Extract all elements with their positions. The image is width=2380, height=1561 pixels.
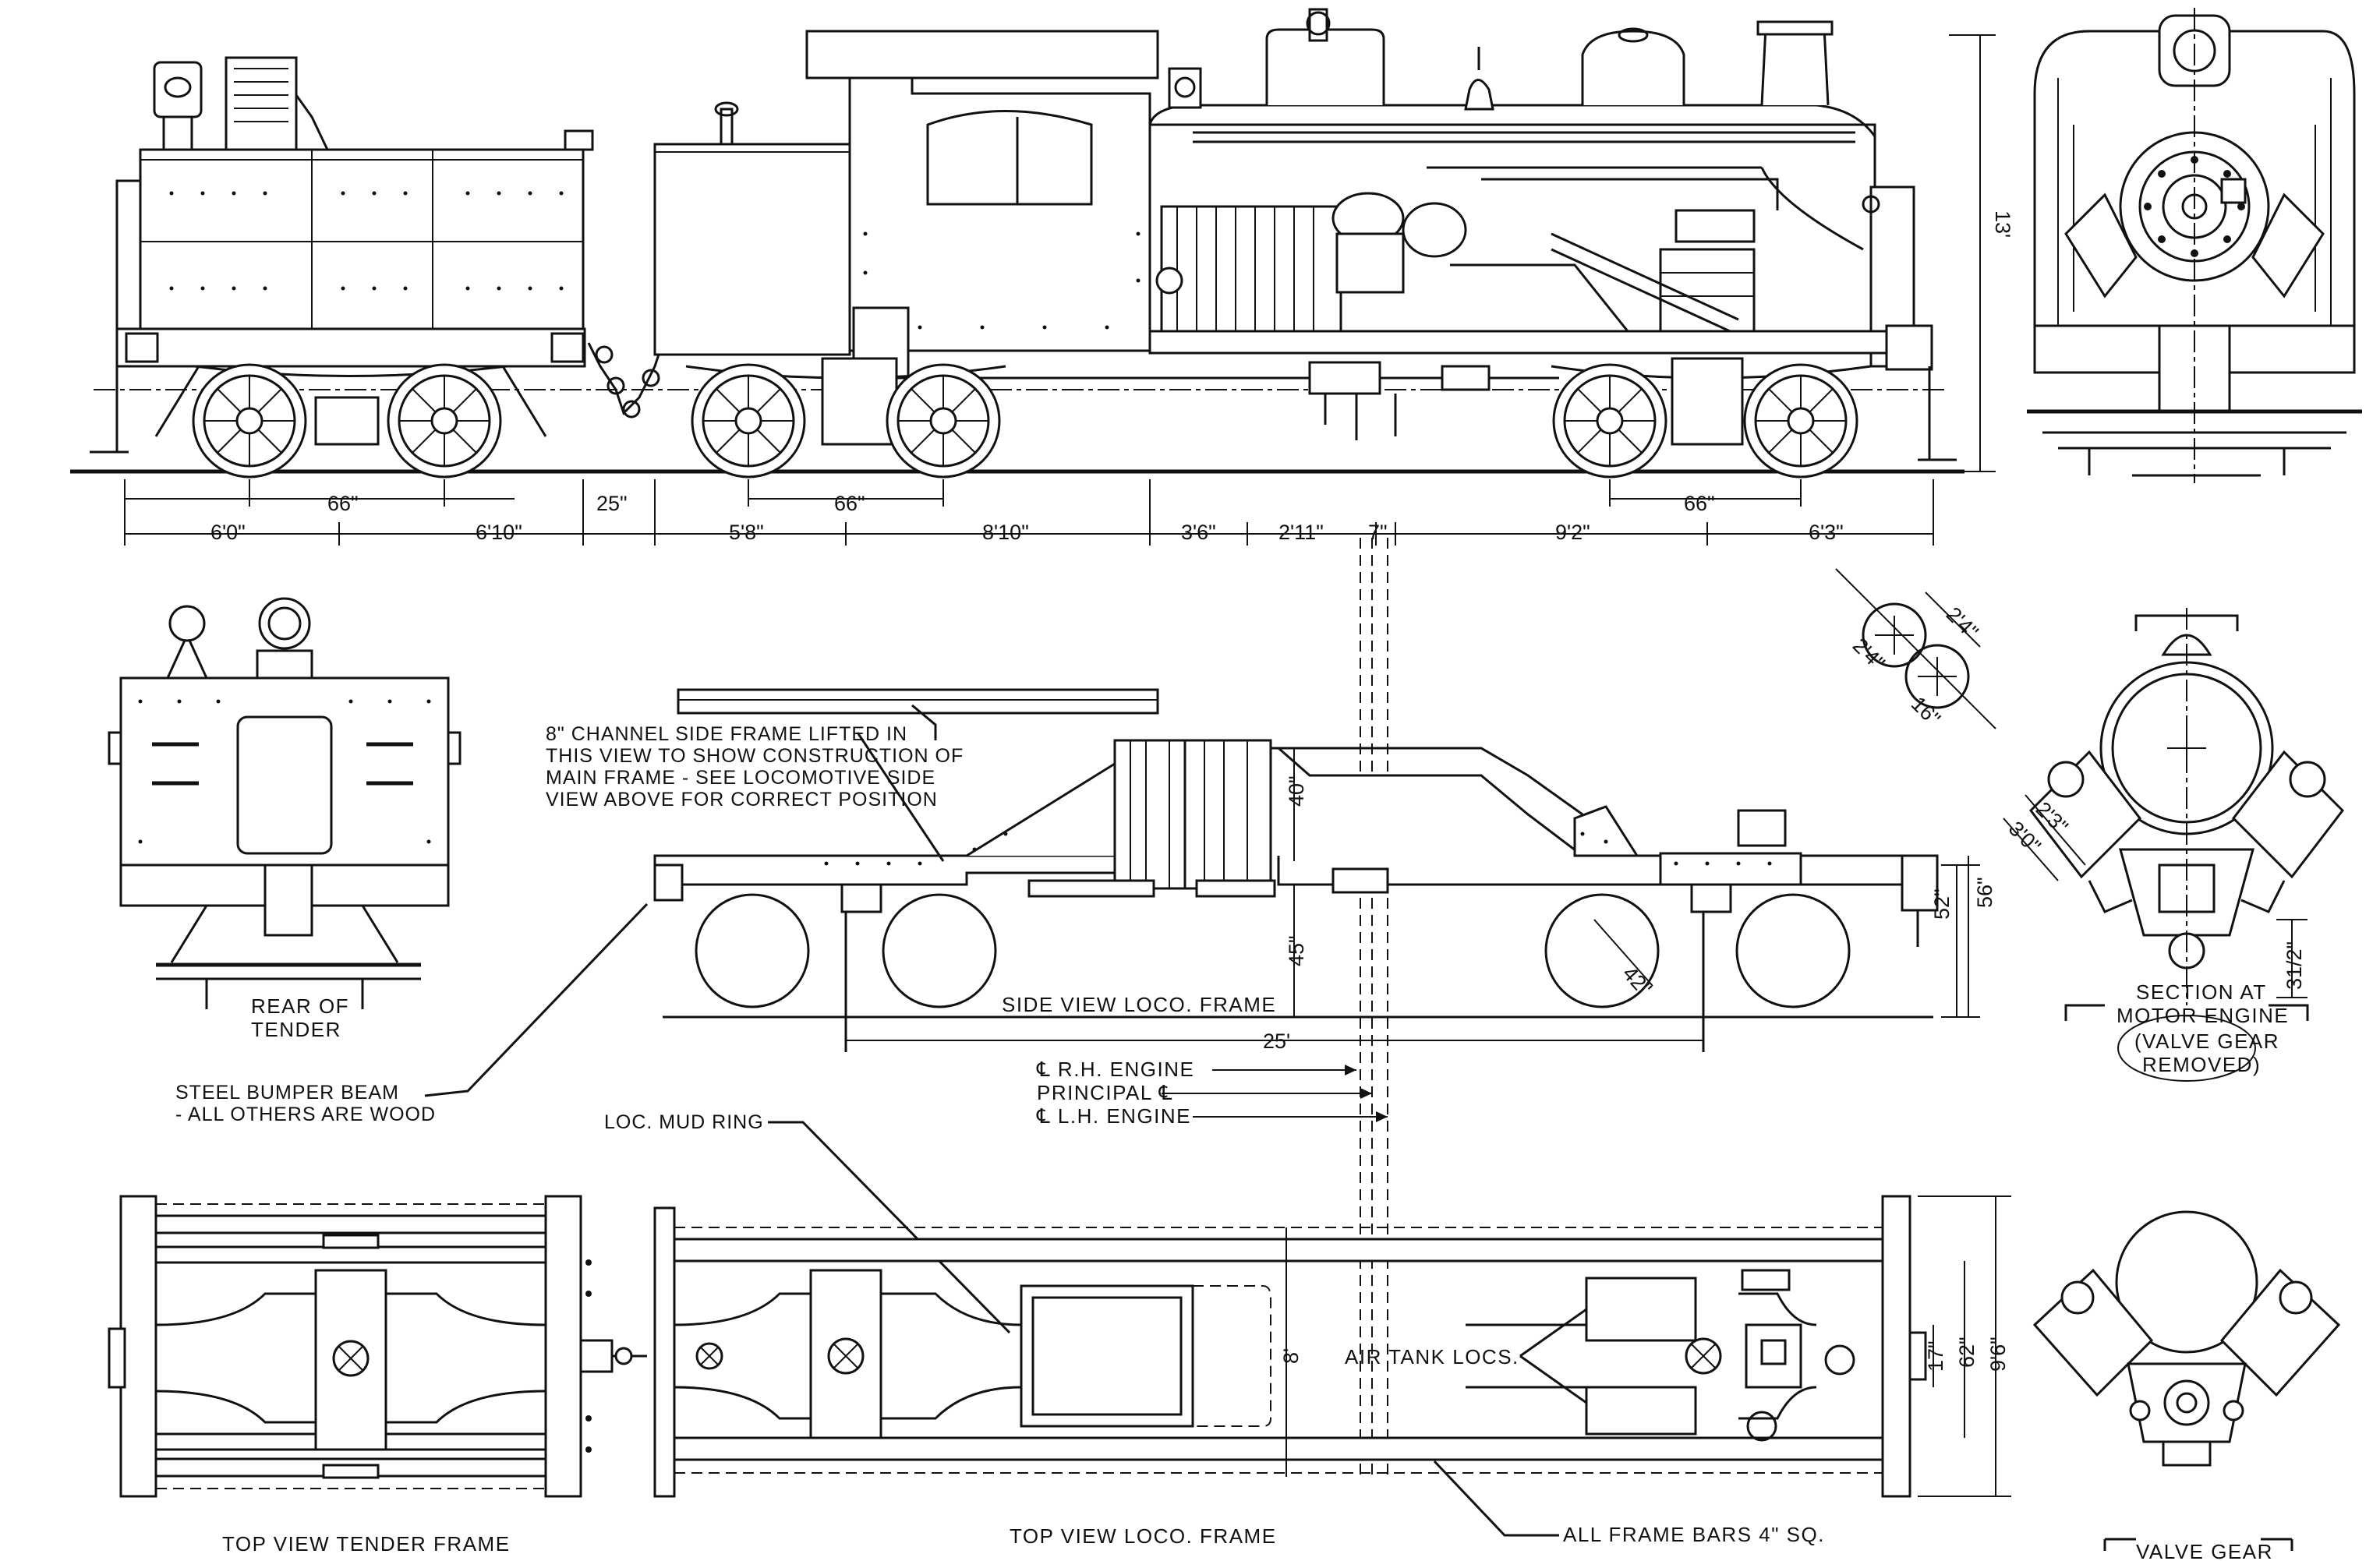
channel-note-line-1: 8" CHANNEL SIDE FRAME LIFTED IN — [546, 723, 907, 745]
dim-loco-a: 3'6" — [1181, 521, 1216, 544]
dim-cyl-b: 2'4" — [1848, 634, 1890, 675]
side-elevation: 66" 6'0" 6'10" 25" 5'8" 66" 8'10" 3'6" 2… — [70, 8, 2014, 546]
dim-frame-width: 8' — [1279, 1348, 1303, 1364]
lh-engine-label: ℄ L.H. ENGINE — [1036, 1104, 1191, 1128]
valve-gear-view — [2032, 1210, 2341, 1551]
channel-note-line-3: MAIN FRAME - SEE LOCOMOTIVE SIDE — [546, 767, 935, 789]
steel-bumper-line-1: STEEL BUMPER BEAM — [175, 1082, 399, 1104]
dim-loco-b: 2'11" — [1278, 521, 1324, 544]
dim-loco-d: 9'2" — [1555, 521, 1590, 544]
dim-width-b: 62" — [1955, 1337, 1979, 1368]
dim-loco-c: 7" — [1368, 521, 1388, 544]
valve-gear-label: VALVE GEAR — [2136, 1540, 2273, 1561]
rh-engine-label: ℄ R.H. ENGINE — [1036, 1058, 1194, 1081]
dim-overall-height: 13' — [1991, 210, 2014, 238]
dim-wheelbase: 25' — [1263, 1029, 1290, 1053]
dim-width-c: 9'6" — [1986, 1337, 2010, 1372]
section-motor-engine — [2003, 608, 2344, 1021]
principal-label: PRINCIPAL ℄ — [1037, 1081, 1173, 1104]
dim-tender-axle: 66" — [327, 492, 359, 515]
dim-loco-truck-spacing: 66" — [834, 492, 865, 515]
dim-loco-front-truck: 5'8" — [729, 521, 764, 544]
top-view-loco-frame — [653, 1195, 2011, 1498]
top-loco-label: TOP VIEW LOCO. FRAME — [1010, 1524, 1277, 1548]
rear-of-tender-label-2: TENDER — [251, 1018, 341, 1041]
section-motor-label-4: REMOVED) — [2142, 1053, 2261, 1076]
channel-note-line-2: THIS VIEW TO SHOW CONSTRUCTION OF — [546, 745, 964, 767]
top-tender-label: TOP VIEW TENDER FRAME — [222, 1532, 511, 1556]
dim-cyl-c: 16" — [1907, 692, 1945, 730]
air-tank-label: AIR TANK LOCS. — [1345, 1345, 1519, 1369]
rear-of-tender-label-1: REAR OF — [251, 994, 349, 1018]
side-view-frame-label: SIDE VIEW LOCO. FRAME — [1002, 993, 1276, 1016]
dim-width-a: 17" — [1924, 1340, 1947, 1372]
dim-loco-rear-truck: 66" — [1684, 492, 1715, 515]
section-motor-label-1: SECTION AT — [2136, 980, 2267, 1004]
section-motor-label-3: (VALVE GEAR — [2134, 1029, 2279, 1053]
steel-bumper-line-2: - ALL OTHERS ARE WOOD — [175, 1104, 436, 1125]
dim-valve-offset: 31/2" — [2283, 941, 2306, 990]
dim-cyl-a: 2'4" — [1942, 602, 1983, 644]
channel-note-line-4: VIEW ABOVE FOR CORRECT POSITION — [546, 789, 938, 811]
dim-frame-rise: 40" — [1285, 775, 1308, 807]
side-view-loco-frame — [653, 688, 1980, 1052]
side-dimensions — [124, 479, 1934, 546]
dim-loco-mid: 8'10" — [982, 521, 1029, 544]
locomotive-side — [653, 8, 1957, 479]
tender-side — [90, 56, 594, 479]
dim-frame-height: 45" — [1285, 935, 1308, 966]
valve-gear-note-oval — [2117, 1015, 2256, 1082]
cylinder-detail — [1835, 568, 1996, 729]
dim-tender-front: 6'0" — [210, 521, 246, 544]
dim-truck-height-b: 56" — [1973, 877, 1996, 908]
centerline-labels — [1162, 1065, 1388, 1122]
dim-coupler-gap: 25" — [596, 492, 628, 515]
dim-tender-rear: 6'10" — [476, 521, 522, 544]
mud-ring-label: LOC. MUD RING — [604, 1111, 764, 1133]
dim-loco-end: 6'3" — [1809, 521, 1844, 544]
dim-truck-height-a: 52" — [1930, 888, 1954, 920]
top-view-tender-frame — [108, 1195, 647, 1498]
rear-of-tender-view — [108, 597, 462, 1009]
frame-bars-label: ALL FRAME BARS 4" SQ. — [1563, 1523, 1825, 1546]
front-elevation — [2027, 8, 2362, 483]
